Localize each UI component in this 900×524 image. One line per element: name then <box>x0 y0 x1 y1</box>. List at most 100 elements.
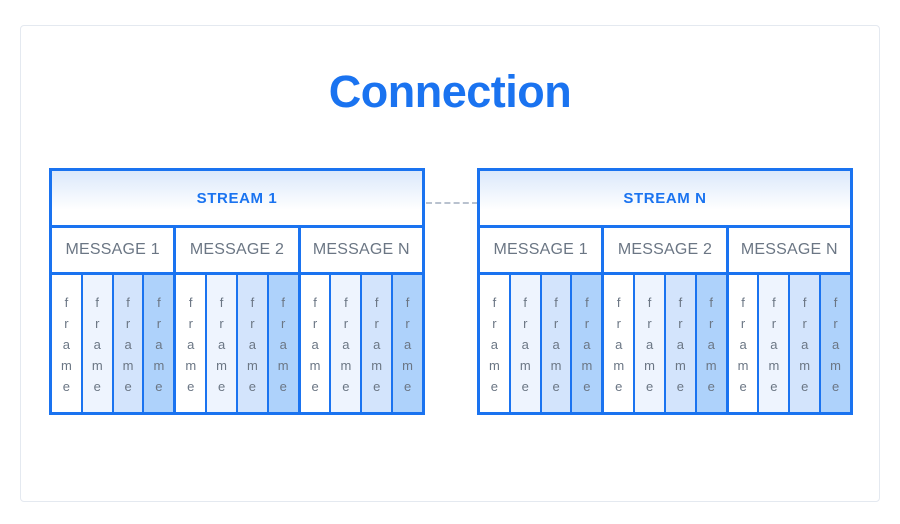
frame-label-letter: m <box>488 358 500 373</box>
stream-title-n: STREAM N <box>623 189 707 207</box>
frame-label-letter: f <box>833 295 838 310</box>
frame-label-letter: m <box>153 358 165 373</box>
frame-label-letter: e <box>62 379 71 394</box>
message-cell: MESSAGE 2 <box>604 228 729 272</box>
frame-label-letter: r <box>405 316 410 331</box>
frame-label-letter: r <box>833 316 838 331</box>
frame-label-letter: m <box>613 358 625 373</box>
frame-label-letter: r <box>281 316 286 331</box>
message-cell: MESSAGE N <box>300 228 422 272</box>
frame-label-letter: r <box>95 316 100 331</box>
frame-label-letter: a <box>831 337 840 352</box>
stream-connector-dashed-line <box>426 202 478 204</box>
message-label: MESSAGE N <box>312 241 410 258</box>
frame-label-letter: a <box>248 337 257 352</box>
message-label: MESSAGE 2 <box>617 241 713 258</box>
frame-label-letter: f <box>250 295 255 310</box>
message-label: MESSAGE N <box>740 241 838 258</box>
page-title: Connection <box>328 66 572 117</box>
frame-label-letter: f <box>64 295 69 310</box>
frame-label-letter: f <box>157 295 161 310</box>
frame-label-letter: r <box>156 316 162 331</box>
frame-label-letter: m <box>91 358 103 373</box>
frame-label-letter: e <box>583 379 591 394</box>
frame-label-letter: e <box>552 379 560 394</box>
stream-header-1: STREAM 1 <box>52 171 422 228</box>
frame-label-letter: r <box>125 316 131 331</box>
frame-label-letter: a <box>62 337 71 352</box>
frame-label-letter: m <box>309 358 321 373</box>
frame-label-letter: e <box>615 379 623 394</box>
frame-label-letter: f <box>313 295 317 310</box>
frame-label-letter: f <box>616 295 621 310</box>
frame-label-letter: a <box>770 337 778 352</box>
frame-label-letter: a <box>521 337 529 352</box>
frame-label-letter: e <box>490 379 499 394</box>
frame-label-letter: e <box>521 379 529 394</box>
frame-label-letter: a <box>583 337 591 352</box>
frame-label-letter: a <box>801 337 809 352</box>
frame-label-letter: f <box>772 295 776 310</box>
messages-row-1: MESSAGE 1 MESSAGE 2 MESSAGE N <box>52 228 422 275</box>
frame-label-letter: a <box>403 337 412 352</box>
frame-label-letter: r <box>312 316 318 331</box>
frame-label-letter: e <box>93 379 101 394</box>
frame-label-letter: f <box>219 295 224 310</box>
frame-label-letter: m <box>60 358 72 373</box>
frame-label-letter: a <box>373 337 381 352</box>
frame-label-letter: m <box>216 358 227 373</box>
frame-label-letter: r <box>771 316 777 331</box>
frame-label-letter: a <box>311 337 319 352</box>
frame-label-letter: e <box>645 379 654 394</box>
frame-label-letter: a <box>217 337 226 352</box>
frame-label-letter: e <box>707 379 715 394</box>
frame-label-letter: e <box>217 379 226 394</box>
stream-block-1: STREAM 1 MESSAGE 1 MESSAGE 2 MESSAGE N f… <box>49 168 425 415</box>
message-cell: MESSAGE 1 <box>52 228 177 272</box>
frame-label-letter: f <box>405 295 410 310</box>
frame-label-letter: f <box>188 295 193 310</box>
frame-label-letter: f <box>95 295 100 310</box>
frame-label-letter: e <box>155 379 163 394</box>
frame-label-letter: r <box>802 316 807 331</box>
frame-label-letter: m <box>737 358 749 373</box>
frame-label-letter: a <box>279 337 287 352</box>
frame-label-letter: r <box>188 316 193 331</box>
frame-label-letter: a <box>739 337 747 352</box>
frame-label-letter: r <box>374 316 379 331</box>
frame-label-letter: e <box>403 379 412 394</box>
frame-label-letter: r <box>343 316 349 331</box>
frame-label-letter: m <box>674 358 686 373</box>
frame-label-letter: m <box>550 358 562 373</box>
frame-label-letter: a <box>552 337 560 352</box>
frame-label-letter: f <box>741 295 745 310</box>
message-label: MESSAGE 1 <box>65 241 160 258</box>
frame-label-letter: e <box>739 379 747 394</box>
message-label: MESSAGE 1 <box>493 241 588 258</box>
frame-label-letter: e <box>187 379 195 394</box>
frame-label-letter: f <box>585 295 589 310</box>
